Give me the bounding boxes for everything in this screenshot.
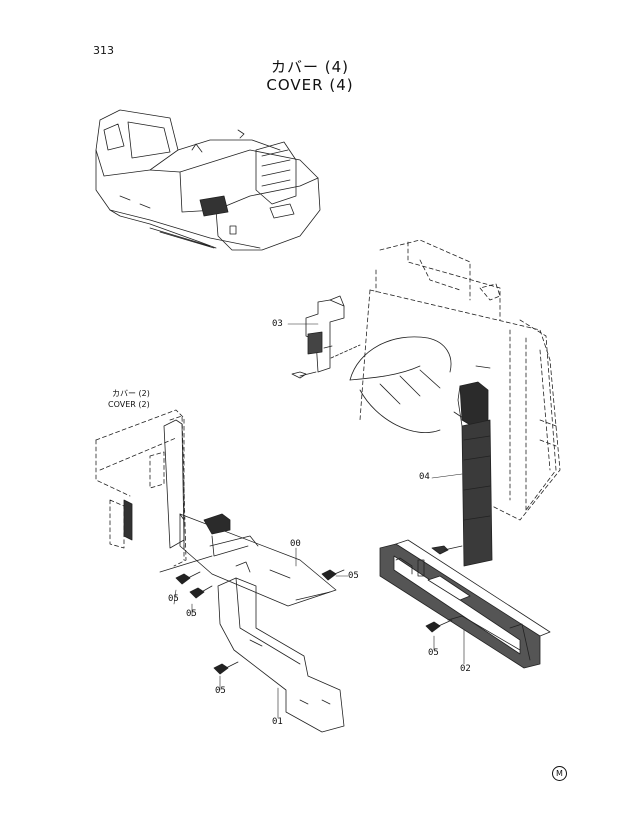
- callout-03: 03: [272, 319, 283, 329]
- reference-label-japanese: カバー (2): [112, 389, 150, 398]
- bolts: [176, 570, 452, 674]
- callout-00: 00: [290, 539, 301, 549]
- part-04-seal-strip: [432, 382, 492, 566]
- radiator-assembly: [360, 240, 560, 520]
- callout-01: 01: [272, 717, 283, 727]
- callout-05-right: 05: [348, 571, 359, 581]
- title-english: COVER (4): [266, 76, 354, 94]
- callout-05-lower: 05: [215, 686, 226, 696]
- reference-label-english: COVER (2): [108, 400, 150, 409]
- leader-lines: [174, 324, 464, 718]
- title-japanese: カバー (4): [270, 58, 350, 76]
- brand-mark-icon: M: [552, 766, 567, 781]
- part-00-plate: [160, 514, 336, 606]
- page-number: 313: [93, 44, 114, 57]
- callout-04: 04: [419, 472, 430, 482]
- part-03-bracket: [292, 296, 360, 378]
- cover-2-reference: [96, 410, 186, 566]
- excavator-overview: [96, 110, 320, 250]
- callout-05-middle: 05: [186, 609, 197, 619]
- cover-2-post: [124, 420, 184, 548]
- callout-05-frame: 05: [428, 648, 439, 658]
- part-01-plate: [218, 578, 344, 732]
- fan-shroud: [350, 337, 490, 433]
- part-02-frame: [380, 540, 550, 668]
- callout-05-left: 05: [168, 594, 179, 604]
- callout-02: 02: [460, 664, 471, 674]
